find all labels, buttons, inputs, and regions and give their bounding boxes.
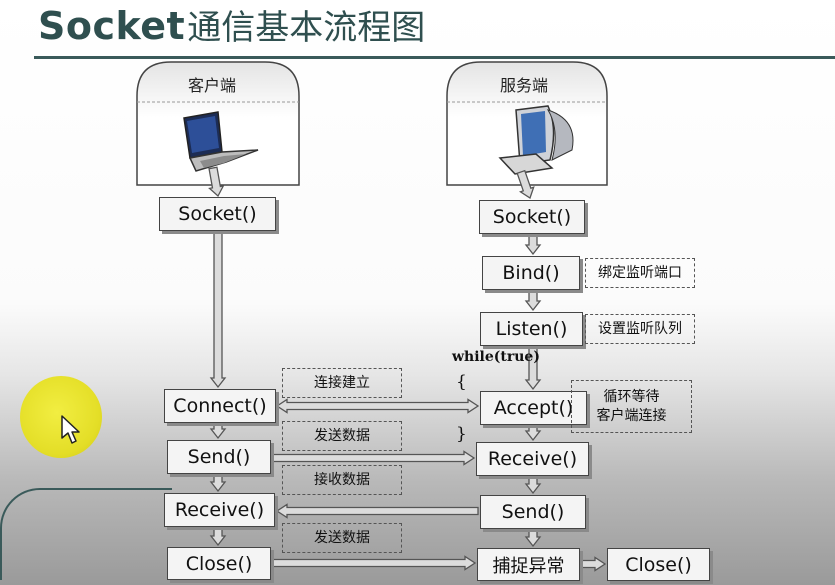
arrow-catch-to-close bbox=[581, 556, 607, 572]
client-connect-box: Connect() bbox=[164, 389, 276, 423]
arrow-server-socket-to-bind bbox=[524, 235, 542, 256]
client-socket-box: Socket() bbox=[159, 197, 276, 231]
title-underline bbox=[34, 56, 835, 59]
arrow-server-receive-to-send bbox=[524, 477, 542, 495]
decorative-corner-line bbox=[0, 488, 172, 580]
accept-note: 循环等待 客户端连接 bbox=[571, 380, 692, 433]
server-socket-box: Socket() bbox=[479, 200, 585, 234]
server-listen-box: Listen() bbox=[480, 312, 583, 346]
desktop-computer-icon bbox=[498, 105, 574, 175]
client-send-box: Send() bbox=[167, 440, 271, 474]
client-caption: 客户端 bbox=[188, 76, 237, 95]
send-note: 发送数据 bbox=[282, 421, 402, 451]
open-brace: { bbox=[456, 372, 467, 392]
arrow-client-connect-to-send bbox=[209, 424, 227, 440]
accept-note-line1: 循环等待 bbox=[603, 388, 660, 405]
server-send-box: Send() bbox=[480, 495, 586, 529]
arrow-receive-data bbox=[275, 503, 479, 519]
listen-note: 设置监听队列 bbox=[585, 314, 695, 344]
receive-note: 接收数据 bbox=[282, 465, 402, 495]
arrow-laptop-to-socket bbox=[208, 166, 225, 198]
title-latin: Socket bbox=[38, 4, 186, 48]
arrow-server-bind-to-listen bbox=[524, 291, 542, 312]
page-title: Socket 通信基本流程图 bbox=[38, 0, 425, 48]
title-cjk: 通信基本流程图 bbox=[187, 8, 426, 48]
close-brace: } bbox=[456, 424, 467, 444]
arrow-client-send-to-receive bbox=[209, 475, 227, 493]
arrow-client-receive-to-close bbox=[209, 528, 227, 547]
while-true-label: while(true) bbox=[452, 349, 540, 365]
server-accept-box: Accept() bbox=[480, 391, 587, 425]
connect-note: 连接建立 bbox=[282, 368, 402, 398]
arrow-connect-established bbox=[275, 398, 480, 414]
accept-note-line2: 客户端连接 bbox=[596, 407, 667, 424]
arrow-server-listen-to-accept bbox=[524, 347, 542, 391]
server-caption: 服务端 bbox=[500, 76, 549, 95]
client-receive-box: Receive() bbox=[164, 493, 275, 527]
server-receive-box: Receive() bbox=[476, 442, 589, 476]
laptop-icon bbox=[183, 111, 259, 172]
client-close-box: Close() bbox=[167, 547, 271, 580]
arrow-desktop-to-socket bbox=[516, 169, 535, 200]
arrow-server-send-to-catch bbox=[524, 530, 542, 548]
arrow-server-accept-to-receive bbox=[524, 426, 542, 442]
close-note: 发送数据 bbox=[282, 523, 402, 553]
server-close-box: Close() bbox=[607, 548, 710, 581]
arrow-close-data bbox=[272, 555, 477, 571]
bind-note: 绑定监听端口 bbox=[585, 258, 695, 288]
server-catch-exception-box: 捕捉异常 bbox=[477, 548, 580, 581]
mouse-cursor-icon bbox=[61, 415, 80, 444]
arrow-send-data bbox=[272, 450, 476, 466]
cursor-highlight bbox=[20, 376, 102, 458]
arrow-client-socket-to-connect bbox=[209, 232, 227, 389]
server-bind-box: Bind() bbox=[482, 256, 580, 290]
